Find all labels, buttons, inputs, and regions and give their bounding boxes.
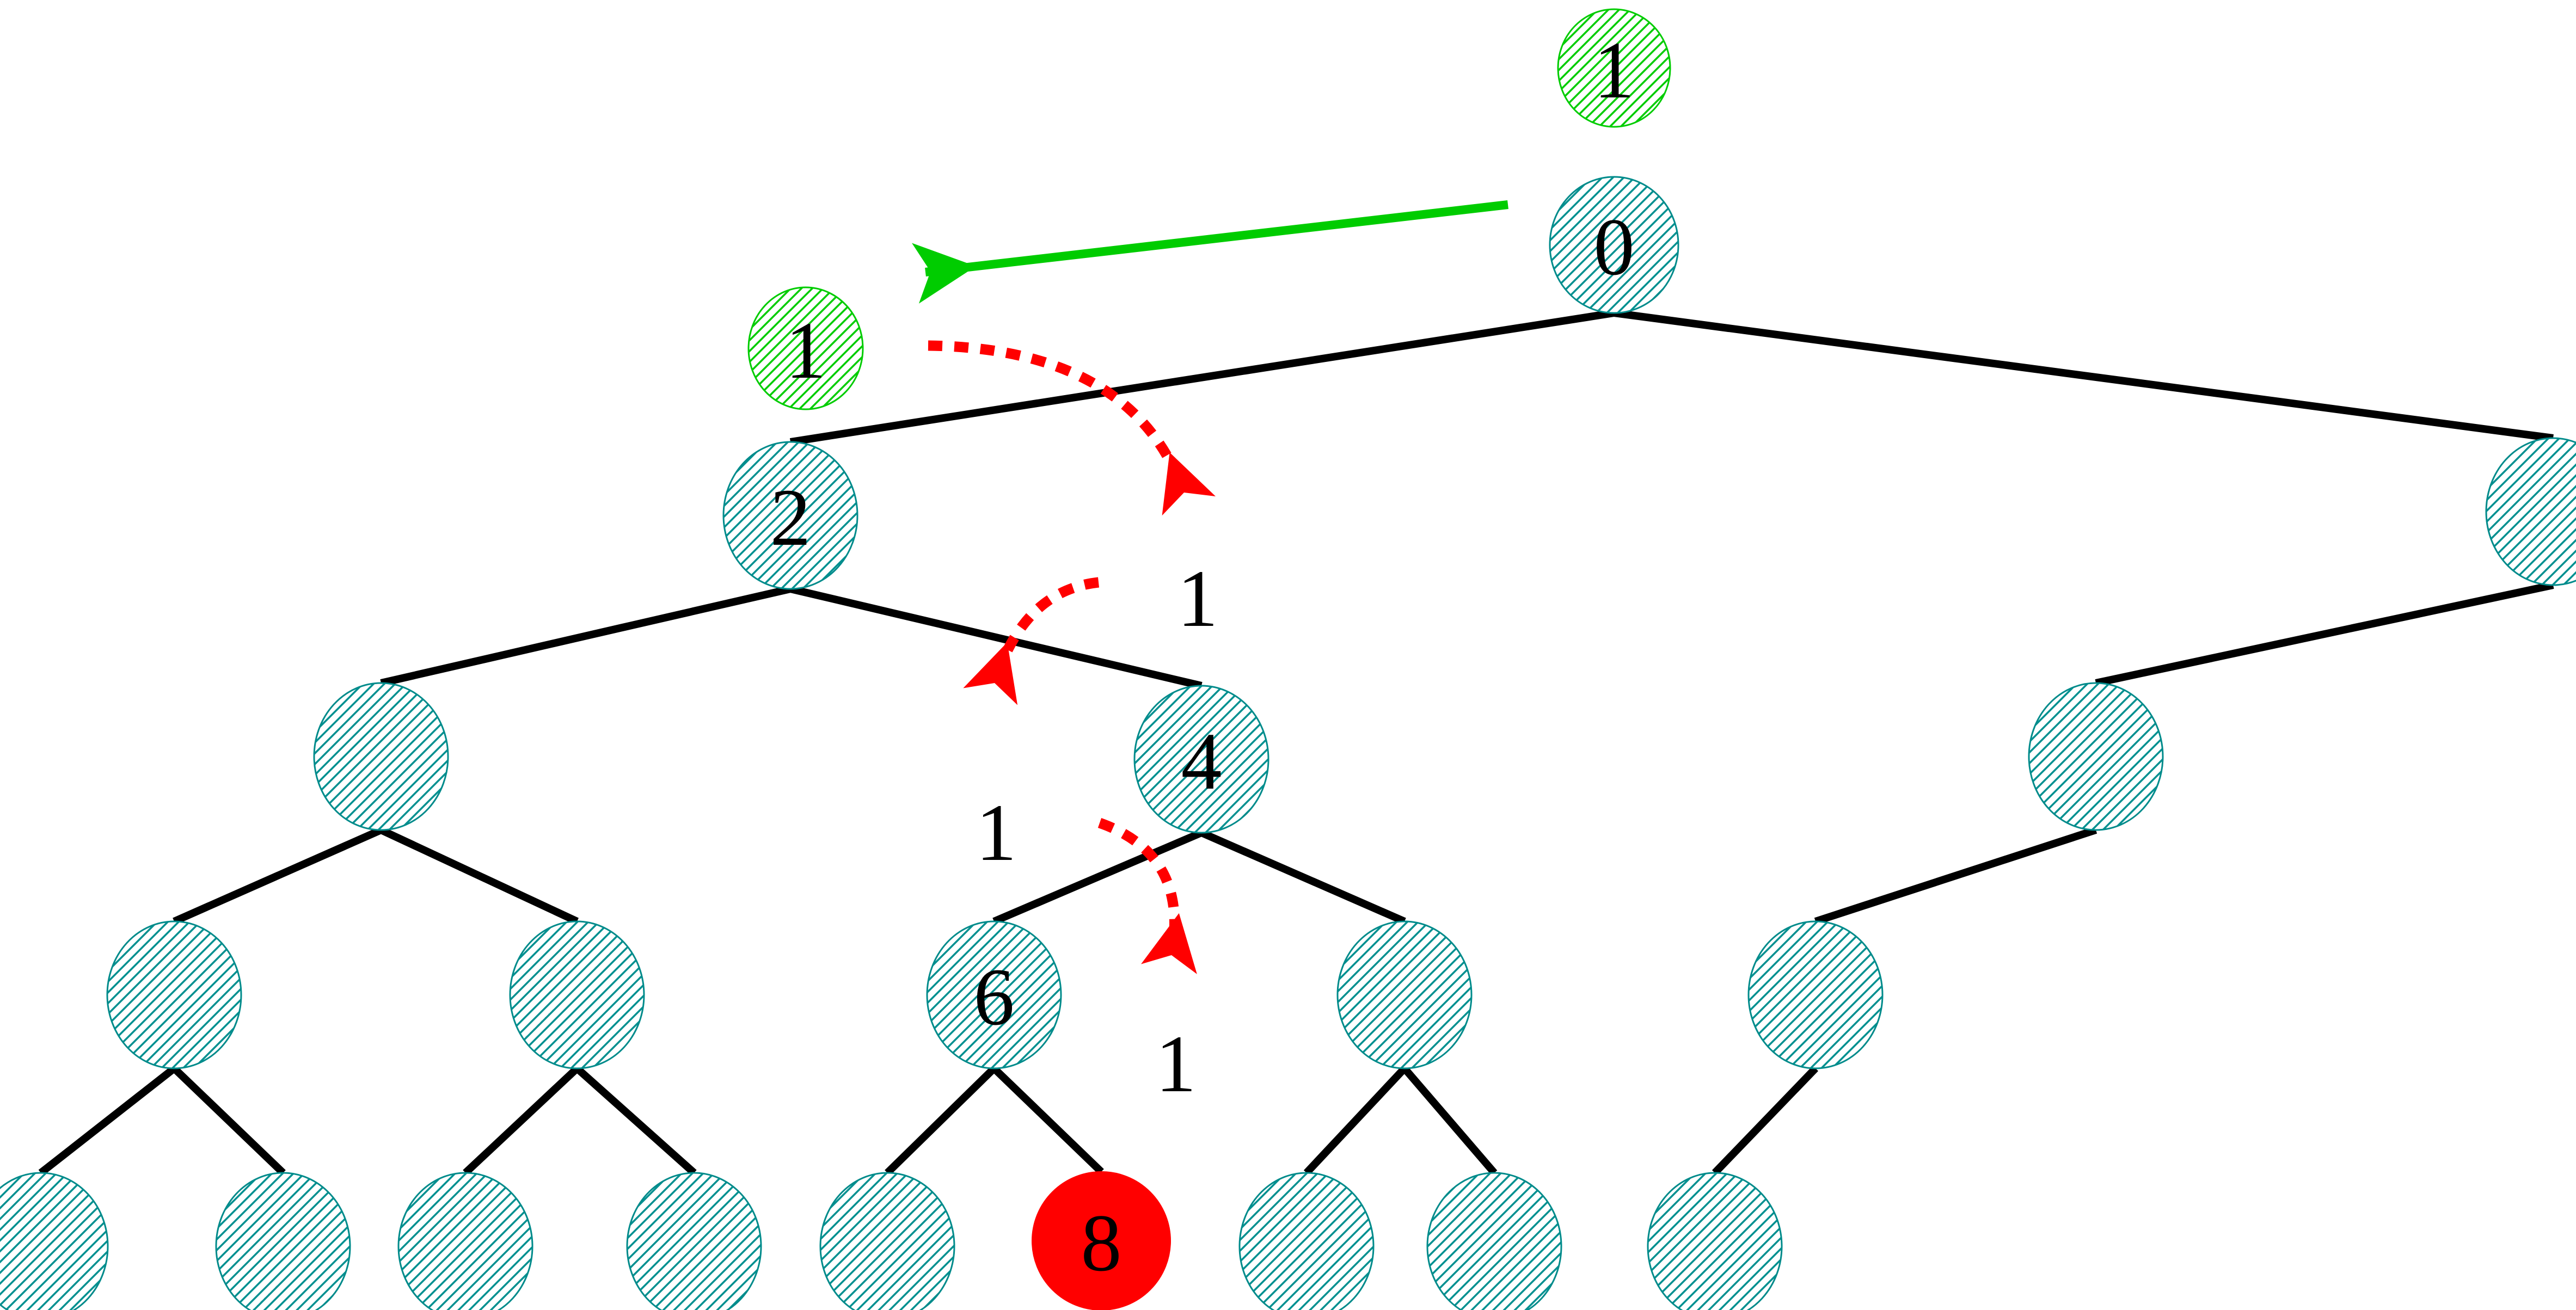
tree-edge-nD-nL [1712, 1066, 1819, 1176]
node-shape-nJ [1238, 1172, 1375, 1310]
node-shape-nR3 [2028, 682, 2164, 831]
node-shape-nF [215, 1172, 351, 1310]
tree-edge-nC-nJ [1303, 1066, 1408, 1176]
node-shape-nK [1426, 1172, 1562, 1310]
tree-edge-n2-nL3 [380, 585, 792, 687]
node-shape-nA [106, 920, 242, 1069]
node-shape-n2 [722, 441, 858, 590]
tree-edge-nA-nE [38, 1065, 177, 1176]
tree-node-nH[interactable] [626, 1172, 762, 1310]
tree-edges [38, 309, 2554, 1176]
tree-edge-nB-nG [463, 1065, 580, 1176]
tree-edge-n4-n6 [992, 829, 1203, 925]
tree-edge-root-n2 [789, 309, 1615, 446]
tree-node-nD[interactable] [1747, 920, 1884, 1069]
tree-edge-nB-nH [574, 1065, 697, 1176]
tree-node-n4[interactable]: 4 [1133, 685, 1269, 834]
node-label-n8: 8 [1081, 1198, 1122, 1288]
node-label-n4: 4 [1181, 716, 1222, 807]
node-label-n2: 2 [770, 472, 811, 563]
annotation-arrows [912, 200, 1508, 974]
tree-edge-nL3-nB [379, 826, 579, 925]
tree-node-n2[interactable]: 2 [722, 441, 858, 590]
highlight-nodes: 11 [747, 8, 1671, 410]
highlight-node-hl-top[interactable]: 1 [1557, 8, 1671, 128]
tree-node-nL3[interactable] [313, 682, 449, 831]
red-dashed-arrow-1-icon [928, 340, 1216, 516]
highlight-shape-hl-mid [747, 286, 864, 410]
tree-node-nG[interactable] [397, 1172, 533, 1310]
node-shape-nB [509, 920, 645, 1069]
tree-node-n6[interactable]: 6 [926, 920, 1062, 1069]
tree-node-nC[interactable] [1336, 920, 1473, 1069]
tree-node-nI[interactable] [819, 1172, 955, 1310]
node-shape-nR1 [2485, 437, 2576, 586]
tree-edge-nR3-nD [1814, 826, 2097, 925]
tree-edge-n2-n4 [789, 585, 1203, 690]
tree-node-nE[interactable] [0, 1172, 109, 1310]
node-shape-n8 [1032, 1171, 1171, 1310]
highlight-shape-hl-top [1557, 8, 1671, 128]
count-label-2: 1 [976, 788, 1017, 878]
node-shape-root [1549, 176, 1679, 314]
tree-node-nL[interactable] [1647, 1172, 1783, 1310]
node-shape-nD [1747, 920, 1884, 1069]
node-shape-nI [819, 1172, 955, 1310]
tree-node-nJ[interactable] [1238, 1172, 1375, 1310]
tree-edge-nR1-nR3 [2095, 581, 2554, 687]
tree-edge-n4-nC [1200, 829, 1406, 925]
tree-node-nF[interactable] [215, 1172, 351, 1310]
tree-node-nR1[interactable] [2485, 437, 2576, 586]
tree-edge-nL3-nA [173, 826, 383, 925]
node-shape-nG [397, 1172, 533, 1310]
highlight-label-hl-mid: 1 [786, 305, 826, 396]
tree-node-nK[interactable] [1426, 1172, 1562, 1310]
tree-node-n8[interactable]: 8 [1032, 1171, 1171, 1310]
tree-edge-nC-nK [1401, 1066, 1498, 1176]
node-label-root: 0 [1594, 202, 1635, 292]
node-label-n6: 6 [974, 952, 1015, 1042]
tree-node-nB[interactable] [509, 920, 645, 1069]
tree-edge-root-nR1 [1614, 309, 2554, 442]
node-shape-nE [0, 1172, 109, 1310]
node-shape-nL [1647, 1172, 1783, 1310]
count-label-3: 1 [1156, 1019, 1197, 1109]
tree-node-root[interactable]: 0 [1549, 176, 1679, 314]
node-shape-nL3 [313, 682, 449, 831]
tree-edge-nA-nF [171, 1065, 286, 1176]
node-shape-nC [1336, 920, 1473, 1069]
highlight-label-hl-top: 1 [1594, 25, 1635, 115]
node-shape-n4 [1133, 685, 1269, 834]
tree-node-nA[interactable] [106, 920, 242, 1069]
red-dashed-arrow-3-icon [1097, 818, 1197, 974]
annotation-labels: 1 1 1 [976, 553, 1218, 1109]
node-shape-n6 [926, 920, 1062, 1069]
tree-edge-n6-nI [885, 1065, 997, 1176]
highlight-node-hl-mid[interactable]: 1 [747, 286, 864, 410]
red-dashed-arrow-2-icon [963, 577, 1100, 705]
tree-nodes: 0 2 4 6 8 [0, 176, 2576, 1310]
green-pointer-arrow-icon [912, 200, 1508, 304]
tree-edge-n6-n8 [991, 1065, 1104, 1175]
count-label-1: 1 [1177, 553, 1218, 644]
tree-node-nR3[interactable] [2028, 682, 2164, 831]
node-shape-nH [626, 1172, 762, 1310]
